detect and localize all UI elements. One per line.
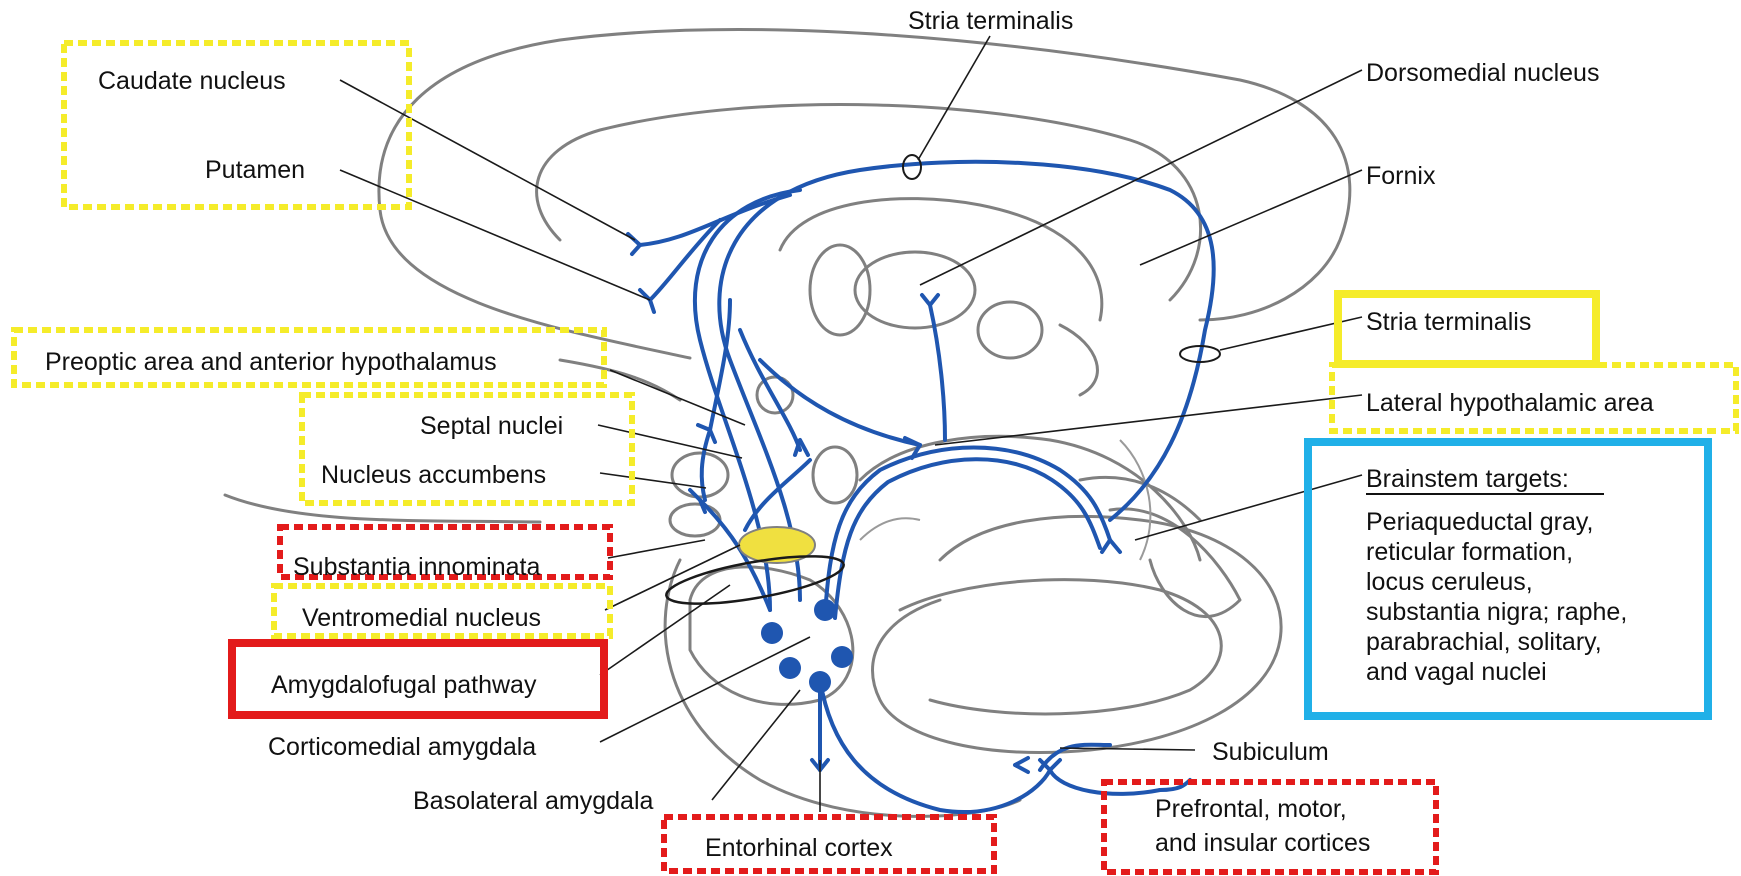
label-dorsomedial-nucleus: Dorsomedial nucleus — [1366, 59, 1599, 87]
label-substantia-innominata: Substantia innominata — [293, 553, 540, 581]
label-ventromedial-nucleus: Ventromedial nucleus — [302, 604, 541, 632]
label-subiculum: Subiculum — [1212, 738, 1329, 766]
label-prefrontal-line2: and insular cortices — [1155, 829, 1370, 857]
label-basolateral-amygdala: Basolateral amygdala — [413, 787, 654, 815]
label-stria-terminalis-top: Stria terminalis — [908, 7, 1073, 35]
label-putamen: Putamen — [205, 156, 305, 184]
label-stria-terminalis-right: Stria terminalis — [1366, 308, 1531, 336]
efferent-pathways — [628, 162, 1214, 812]
label-nucleus-accumbens: Nucleus accumbens — [321, 461, 546, 489]
label-corticomedial-amygdala: Corticomedial amygdala — [268, 733, 536, 761]
brainstem-line: parabrachial, solitary, — [1366, 628, 1602, 656]
brainstem-line: locus ceruleus, — [1366, 568, 1533, 596]
amygdala-nuclei — [761, 599, 853, 693]
brainstem-title-text: Brainstem targets — [1366, 465, 1562, 493]
brainstem-title: Brainstem targets: — [1366, 465, 1569, 493]
label-prefrontal-line1: Prefrontal, motor, — [1155, 795, 1347, 823]
label-septal-nuclei: Septal nuclei — [420, 412, 563, 440]
brainstem-line: reticular formation, — [1366, 538, 1573, 566]
labels: Stria terminalis Dorsomedial nucleus For… — [45, 7, 1654, 862]
brainstem-title-colon: : — [1562, 465, 1569, 493]
label-preoptic-area: Preoptic area and anterior hypothalamus — [45, 348, 497, 376]
label-fornix: Fornix — [1366, 162, 1436, 190]
label-entorhinal-cortex: Entorhinal cortex — [705, 834, 893, 862]
brainstem-line: and vagal nuclei — [1366, 658, 1547, 686]
label-lateral-hypothalamic-area: Lateral hypothalamic area — [1366, 389, 1654, 417]
brainstem-line: Periaqueductal gray, — [1366, 508, 1593, 536]
label-amygdalofugal-pathway: Amygdalofugal pathway — [271, 671, 537, 699]
brainstem-line: substantia nigra; raphe, — [1366, 598, 1627, 626]
label-caudate-nucleus: Caudate nucleus — [98, 67, 286, 95]
